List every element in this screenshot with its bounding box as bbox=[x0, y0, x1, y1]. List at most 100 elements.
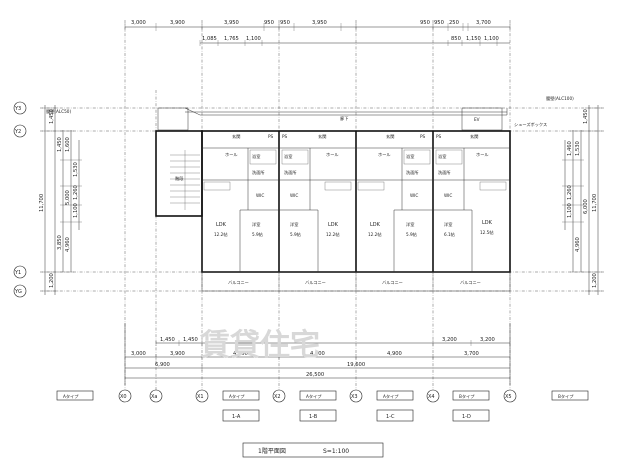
unit2-bed-size: 5.9帖 bbox=[290, 231, 301, 238]
y-axis-labels: Y3 Y2 Y1 YG bbox=[13, 101, 27, 298]
unit2-hall: ホール bbox=[326, 152, 339, 157]
unit2-balcony: バルコニー bbox=[305, 280, 326, 285]
unit3-bed: 洋室 bbox=[406, 221, 414, 228]
axis-y1: Y1 bbox=[14, 270, 21, 276]
unit1-balcony: バルコニー bbox=[228, 280, 249, 285]
type-label-3: Aタイプ bbox=[306, 393, 322, 400]
axis-xa: Xa bbox=[151, 394, 158, 400]
top-dim-8: 950 bbox=[434, 20, 444, 26]
title-text: 1階平面図 bbox=[258, 447, 286, 455]
type-labels: Aタイプ Aタイプ Aタイプ Aタイプ Bタイプ Bタイプ bbox=[56, 390, 589, 401]
left-dim-1: 1,450 bbox=[49, 109, 55, 124]
unit2-wash: 洗面所 bbox=[284, 169, 297, 176]
unit4-ps: PS bbox=[436, 134, 442, 139]
unit4-hall: ホール bbox=[476, 152, 489, 157]
axis-yg: YG bbox=[14, 289, 22, 295]
axis-x3: X3 bbox=[351, 394, 358, 400]
left-dim-2: 1,450 bbox=[57, 137, 63, 152]
bottom-dim-12: 19,600 bbox=[347, 362, 365, 368]
unit1-bed: 洋室 bbox=[252, 221, 260, 228]
unit2-wic: WIC bbox=[290, 193, 298, 198]
unit4-ldk-size: 12.5帖 bbox=[480, 229, 494, 236]
ev-label: EV bbox=[474, 117, 480, 122]
top-dim-6: 3,950 bbox=[312, 20, 327, 26]
unit3-bed-size: 5.9帖 bbox=[406, 231, 417, 238]
top-sub-dim-1: 1,085 bbox=[202, 36, 217, 42]
bottom-dim-9: 4,900 bbox=[387, 351, 402, 357]
left-dim-6: 1,260 bbox=[73, 185, 79, 200]
right-dim-2: 1,460 bbox=[567, 141, 573, 156]
top-dim-3: 3,950 bbox=[224, 20, 239, 26]
unit-label-1c: 1-C bbox=[386, 414, 395, 420]
corridor-label: 廊下 bbox=[340, 115, 348, 122]
bottom-dimensions: 1,450 1,450 3,200 3,200 3,000 3,900 4,90… bbox=[124, 323, 511, 385]
unit1-ldk-size: 12.2帖 bbox=[214, 231, 228, 238]
type-label-1: Aタイプ bbox=[63, 393, 79, 400]
unit1-wic: WIC bbox=[256, 193, 264, 198]
bottom-dim-10: 3,700 bbox=[464, 351, 479, 357]
axis-x5: X5 bbox=[505, 394, 512, 400]
unit3-entrance: 玄関 bbox=[386, 133, 394, 140]
bottom-dim-1: 1,450 bbox=[160, 337, 175, 343]
type-label-5: Bタイプ bbox=[459, 393, 475, 400]
top-dim-9: 250 bbox=[449, 20, 459, 26]
axis-x4: X4 bbox=[428, 394, 435, 400]
unit3-bath: 浴室 bbox=[406, 153, 414, 160]
left-dim-9: 4,960 bbox=[65, 237, 71, 252]
unit3-ps: PS bbox=[420, 134, 426, 139]
type-label-2: Aタイプ bbox=[229, 393, 245, 400]
unit4-balcony: バルコニー bbox=[460, 280, 481, 285]
unit1-ldk: LDK bbox=[216, 222, 227, 228]
axis-x1: X1 bbox=[197, 394, 204, 400]
right-dim-4: 6,000 bbox=[583, 199, 589, 214]
building: EV bbox=[155, 107, 511, 292]
top-sub-dim-6: 1,100 bbox=[484, 36, 499, 42]
top-dimensions: 3,000 3,900 3,950 950 950 3,950 950 950 … bbox=[124, 20, 511, 46]
axis-x0: X0 bbox=[120, 394, 127, 400]
top-dim-7: 950 bbox=[420, 20, 430, 26]
right-wall-note: 腰壁(ALC100) bbox=[546, 95, 574, 102]
bottom-dim-8: 4,900 bbox=[310, 351, 325, 357]
top-dim-2: 3,900 bbox=[170, 20, 185, 26]
unit4-wic: WIC bbox=[444, 193, 452, 198]
bottom-dim-total: 26,500 bbox=[306, 372, 324, 378]
right-note: シューズボックス bbox=[514, 121, 547, 128]
room-labels: 階段 廊下 玄関 PS ホール 浴室 洗面所 WIC LDK 12.2帖 洋室 … bbox=[46, 95, 574, 285]
bottom-dim-4: 3,200 bbox=[480, 337, 495, 343]
right-dim-6: 1,100 bbox=[567, 203, 573, 218]
right-dim-total: 11,700 bbox=[592, 194, 598, 212]
top-dim-5: 950 bbox=[280, 20, 290, 26]
unit1-wash: 洗面所 bbox=[252, 169, 265, 176]
top-sub-dim-5: 1,150 bbox=[466, 36, 481, 42]
unit-labels: 1-A 1-B 1-C 1-D bbox=[222, 409, 490, 422]
type-label-6: Bタイプ bbox=[558, 393, 574, 400]
type-label-4: Aタイプ bbox=[383, 393, 399, 400]
x-axis-labels: X0 Xa X1 X2 X3 X4 X5 bbox=[118, 389, 517, 403]
left-wall-note: 腰壁(ALC50) bbox=[46, 108, 71, 115]
axis-x2: X2 bbox=[274, 394, 281, 400]
right-dim-8: 1,200 bbox=[592, 273, 598, 288]
stairs-label: 階段 bbox=[175, 175, 184, 182]
unit4-bed: 洋室 bbox=[444, 221, 452, 228]
unit1-bath: 浴室 bbox=[252, 153, 260, 160]
bottom-dim-7: 4,900 bbox=[233, 351, 248, 357]
unit2-entrance: 玄関 bbox=[318, 133, 326, 140]
top-sub-dim-3: 1,100 bbox=[246, 36, 261, 42]
unit2-bed: 洋室 bbox=[290, 221, 298, 228]
unit3-hall: ホール bbox=[378, 152, 391, 157]
unit4-entrance: 玄関 bbox=[470, 133, 478, 140]
unit1-ps: PS bbox=[268, 134, 274, 139]
unit2-ldk-size: 12.2帖 bbox=[326, 231, 340, 238]
unit2-ldk: LDK bbox=[328, 222, 339, 228]
unit-label-1b: 1-B bbox=[309, 414, 318, 420]
unit2-bath: 浴室 bbox=[284, 153, 292, 160]
axis-y3: Y3 bbox=[14, 106, 21, 112]
unit-label-1d: 1-D bbox=[462, 414, 471, 420]
unit4-bed-size: 6.1帖 bbox=[444, 231, 455, 238]
bottom-dim-2: 1,450 bbox=[183, 337, 198, 343]
bottom-dim-11: 6,900 bbox=[155, 362, 170, 368]
left-dim-5: 5,000 bbox=[65, 190, 71, 205]
right-dim-3: 1,530 bbox=[575, 141, 581, 156]
unit4-bath: 浴室 bbox=[438, 153, 446, 160]
